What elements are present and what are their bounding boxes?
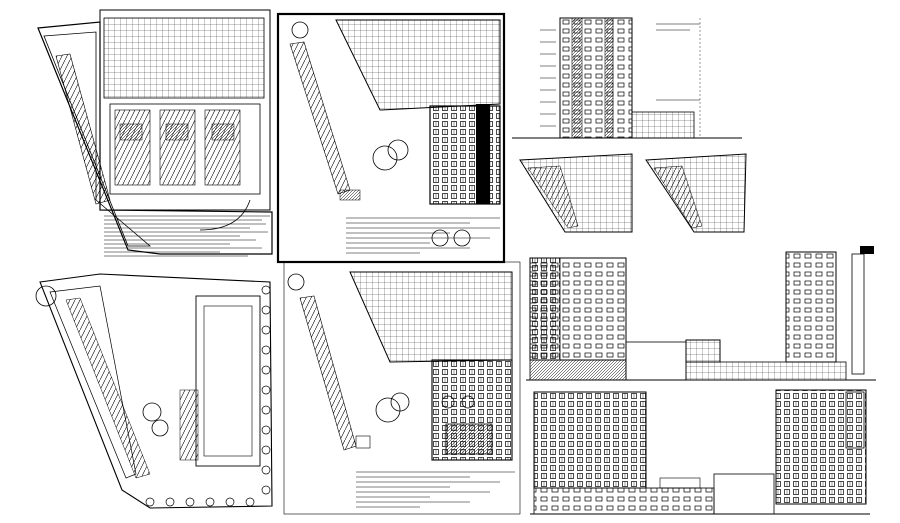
typical-floor-plan-b	[645, 153, 747, 233]
parking-plan	[37, 9, 273, 257]
typical-floor-plan-a	[519, 153, 633, 233]
first-floor-plan	[283, 261, 521, 515]
site-plan	[35, 273, 273, 509]
side-elevation	[530, 389, 870, 515]
section-elevation	[512, 17, 742, 139]
ground-floor-plan	[276, 12, 506, 264]
front-elevation	[526, 246, 876, 381]
